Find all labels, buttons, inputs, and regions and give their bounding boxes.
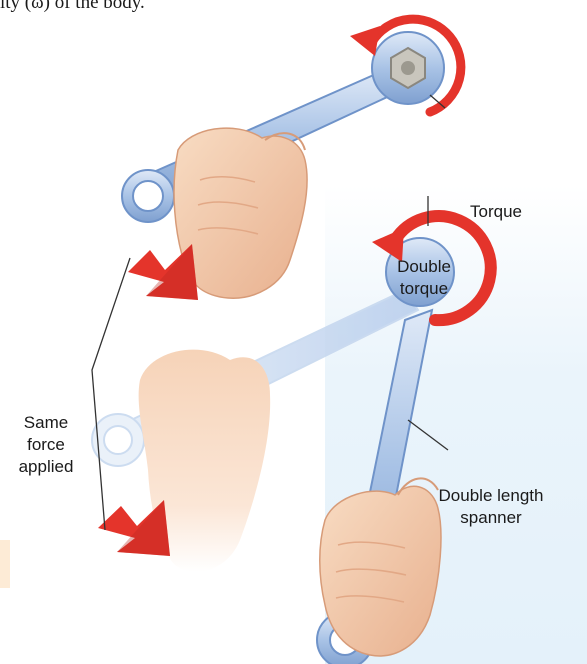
force-arrow-icon (98, 500, 170, 556)
leader-line (408, 420, 448, 450)
label-torque: Torque (470, 201, 522, 223)
label-same-force-line1: Same (6, 412, 86, 434)
label-double-length: Double length spanner (426, 485, 556, 529)
label-same-force: Same force applied (6, 412, 86, 478)
label-double-length-line2: spanner (426, 507, 556, 529)
label-same-force-line2: force (6, 434, 86, 456)
label-double-torque: Double torque (384, 256, 464, 300)
label-double-torque-line2: torque (384, 278, 464, 300)
label-double-length-line1: Double length (426, 485, 556, 507)
hand-icon (320, 478, 441, 656)
leader-line (92, 258, 130, 530)
force-arrow-icon (128, 244, 198, 300)
label-double-torque-line1: Double (384, 256, 464, 278)
label-same-force-line3: applied (6, 456, 86, 478)
